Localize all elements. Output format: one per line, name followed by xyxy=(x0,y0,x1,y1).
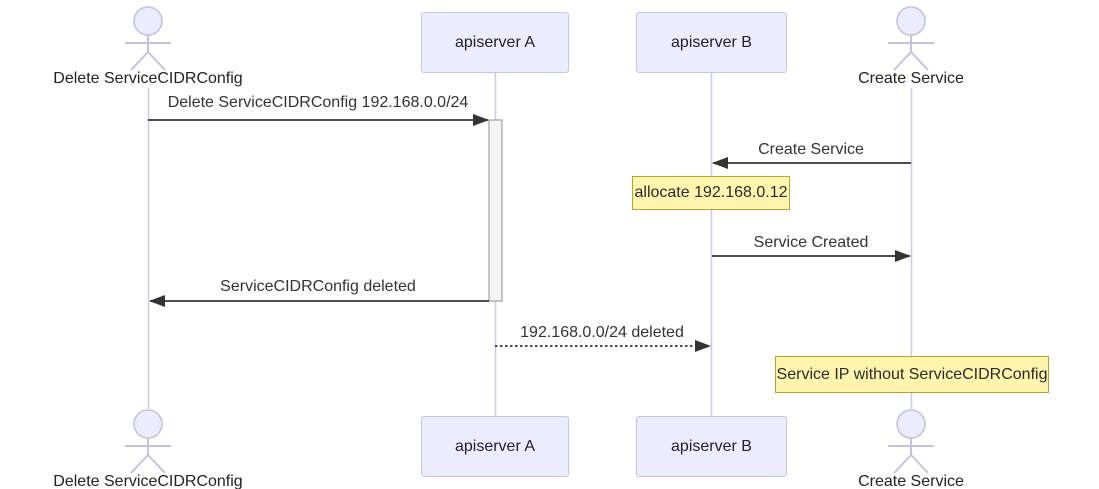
actor-figure-delete-servicecidrconfig-bottom xyxy=(125,409,171,474)
participant-box-apiserver-a-top: apiserver A xyxy=(421,12,569,73)
actor-label-create-service-bottom: Create Service xyxy=(858,473,964,489)
message-label-delete-servicecidrconfig: Delete ServiceCIDRConfig 192.168.0.0/24 xyxy=(167,94,469,111)
actor-label-delete-servicecidrconfig-bottom: Delete ServiceCIDRConfig xyxy=(53,473,243,489)
participant-label-apiserver-a-top: apiserver A xyxy=(454,33,536,51)
participant-box-apiserver-b-top: apiserver B xyxy=(636,12,787,73)
actor-figure-create-service-bottom xyxy=(888,409,934,474)
participant-label-apiserver-b-top: apiserver B xyxy=(671,33,752,51)
actor-figure-delete-servicecidrconfig-top xyxy=(125,6,171,71)
participant-box-apiserver-b-bottom: apiserver B xyxy=(636,416,787,477)
note-allocate-ip: allocate 192.168.0.12 xyxy=(632,176,790,210)
participant-label-apiserver-b-bottom: apiserver B xyxy=(671,437,752,455)
message-label-service-created: Service Created xyxy=(753,234,869,251)
participant-box-apiserver-a-bottom: apiserver A xyxy=(421,416,569,477)
note-service-ip-without-servicecidrconfig: Service IP without ServiceCIDRConfig xyxy=(775,356,1049,393)
message-label-servicecidrconfig-deleted: ServiceCIDRConfig deleted xyxy=(220,278,416,295)
actor-figure-create-service-top xyxy=(888,6,934,71)
actor-label-delete-servicecidrconfig-top: Delete ServiceCIDRConfig xyxy=(53,70,243,87)
actor-label-create-service-top: Create Service xyxy=(858,70,964,87)
participant-label-apiserver-a-bottom: apiserver A xyxy=(454,437,536,455)
activation-bar-apiserver-a xyxy=(488,119,503,302)
message-label-cidr-deleted: 192.168.0.0/24 deleted xyxy=(520,324,684,341)
message-label-create-service: Create Service xyxy=(758,141,864,158)
